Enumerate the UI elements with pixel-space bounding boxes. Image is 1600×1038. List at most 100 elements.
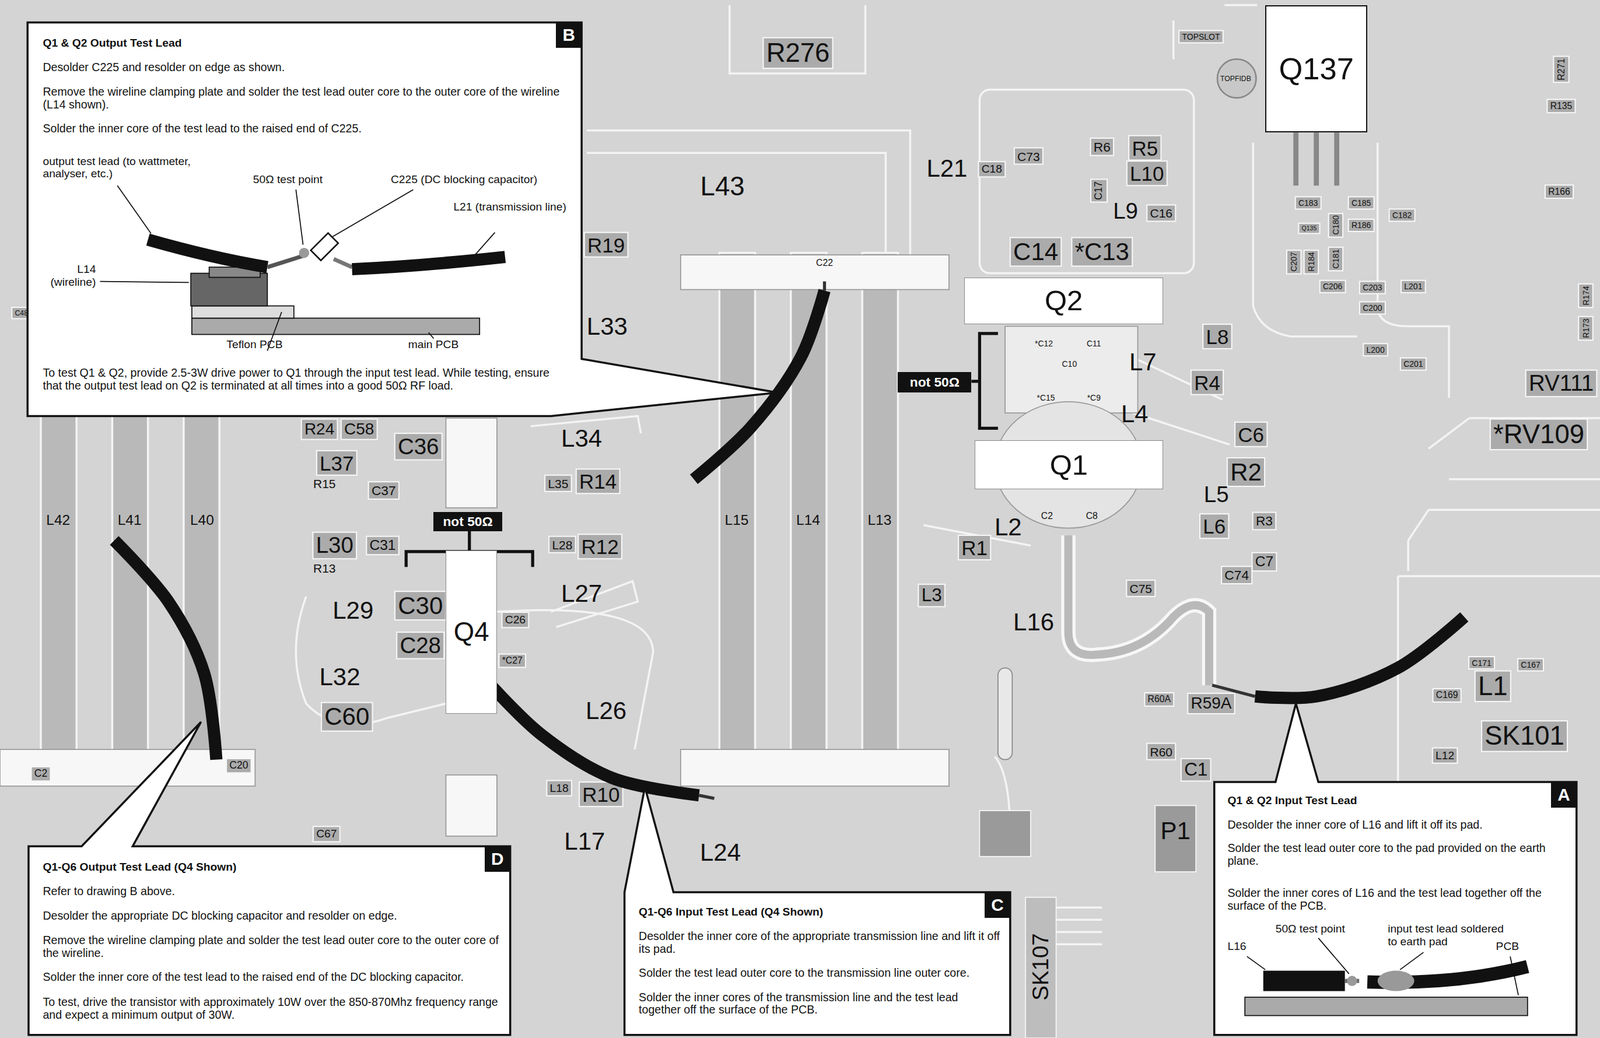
component-pad: [1090, 138, 1115, 156]
component-pad: [1234, 422, 1267, 447]
callout-letter: C: [984, 892, 1011, 919]
component-pad: [978, 161, 1006, 177]
part-label: L27: [561, 581, 602, 607]
part-label: C11: [1086, 339, 1102, 348]
part-label: L5: [1203, 483, 1230, 506]
part-label: TOPSLOT: [1181, 32, 1220, 41]
component-pad: [394, 433, 443, 460]
capacitor: [310, 233, 339, 261]
callout-text: Desolder the inner core of the appropria…: [638, 930, 1001, 957]
part-label: L2: [994, 515, 1022, 540]
part-label: *C13: [1075, 239, 1130, 265]
part-label: R276: [766, 39, 831, 66]
part-name: not 50Ω: [909, 375, 960, 390]
part-label: L34: [561, 426, 602, 451]
part-label: C8: [1086, 511, 1098, 521]
part-label: R271: [1556, 58, 1567, 81]
inner-core: [698, 795, 714, 799]
callout-text: Solder the inner core of the test lead t…: [42, 122, 569, 136]
part-label: C183: [1298, 198, 1318, 208]
part-label: R13: [313, 561, 336, 574]
part-label: L14: [796, 512, 821, 527]
component-pad: [1298, 223, 1320, 234]
callout-heading: Q1 & Q2 Input Test Lead: [1227, 794, 1544, 808]
component-pad: [1146, 204, 1176, 222]
component-pad: [396, 632, 444, 659]
transmission-line: [923, 328, 1230, 546]
part-label: C1: [1184, 760, 1208, 779]
part-label: *C9: [1087, 393, 1101, 402]
component-pad: [1181, 758, 1211, 782]
component-pad: [1295, 196, 1322, 209]
part-label: L9: [1112, 200, 1139, 223]
part-label: *C15: [1037, 393, 1056, 402]
part-label: L18: [550, 782, 569, 794]
part-label: C201: [1403, 359, 1423, 369]
callout-outline: [28, 722, 511, 1036]
part-label: R3: [1255, 514, 1273, 528]
part-label: L32: [319, 664, 361, 690]
bracket: [971, 333, 998, 429]
component-pad: [1401, 280, 1426, 293]
part-label: C182: [1392, 211, 1412, 220]
component-pad: [1517, 659, 1544, 672]
callout-outline: [624, 787, 1011, 1036]
part-label: C48: [15, 309, 28, 317]
component-pad: [1389, 208, 1416, 222]
part-label: L200: [1366, 345, 1385, 355]
test-point: [1346, 975, 1357, 986]
part-label: C18: [981, 163, 1003, 175]
part-label: P1: [1160, 818, 1191, 844]
part-label: SK101: [1484, 723, 1565, 750]
inset-output-lead: [99, 185, 505, 351]
component-pad: [958, 535, 991, 560]
component-pad: [321, 702, 373, 732]
part-label: C37: [371, 484, 397, 498]
callout-text: To test, drive the transistor with appro…: [42, 996, 504, 1022]
leader-line: [99, 185, 495, 351]
inner-core: [267, 254, 306, 268]
part-label: L16: [1013, 610, 1055, 635]
part-label: C16: [1150, 207, 1174, 220]
callout-heading: Q1-Q6 Input Test Lead (Q4 Shown): [638, 905, 976, 919]
part-label: R60: [1150, 745, 1174, 758]
transistor-package: Q137: [1265, 5, 1368, 133]
transmission-line: [551, 581, 639, 628]
part-label: R174: [1581, 285, 1591, 306]
part-label: C20: [229, 760, 248, 772]
copper-outline: [1252, 142, 1449, 398]
part-label: L15: [725, 512, 749, 527]
pad: [979, 810, 1031, 857]
fiducial: [1217, 58, 1256, 98]
callout-text: L16: [1227, 940, 1269, 954]
part-label: C36: [397, 435, 440, 458]
inner-core: [333, 258, 352, 268]
part-label: C14: [1013, 239, 1059, 265]
part-label: R4: [1194, 372, 1221, 393]
test-lead: [1255, 617, 1465, 699]
component-pad: [316, 450, 357, 476]
part-label: C26: [505, 614, 526, 626]
part-label: C67: [316, 828, 337, 840]
transistor-area: [1005, 326, 1138, 414]
part-label: C22: [816, 258, 833, 268]
part-label: C169: [1436, 691, 1459, 701]
callout-text: To test Q1 & Q2, provide 2.5-3W drive po…: [42, 366, 569, 393]
component-pad: [1468, 656, 1495, 670]
part-label: L8: [1206, 326, 1230, 348]
part-label: C31: [369, 538, 397, 553]
part-label: R173: [1581, 318, 1591, 338]
part-label: L17: [564, 829, 605, 854]
callout-panel: DQ1-Q6 Output Test Lead (Q4 Shown)Refer …: [28, 846, 511, 1035]
part-label: C2: [1041, 511, 1053, 521]
part-label: L29: [332, 598, 374, 623]
part-label: L201: [1404, 282, 1423, 291]
component-pad: [578, 534, 622, 559]
component-pad: [1525, 370, 1598, 397]
part-label: R59A: [1191, 695, 1232, 712]
callout-outline: [27, 22, 778, 416]
component-pad: [1546, 99, 1575, 113]
transmission-line: [496, 610, 654, 750]
part-label: R2: [1230, 460, 1262, 485]
